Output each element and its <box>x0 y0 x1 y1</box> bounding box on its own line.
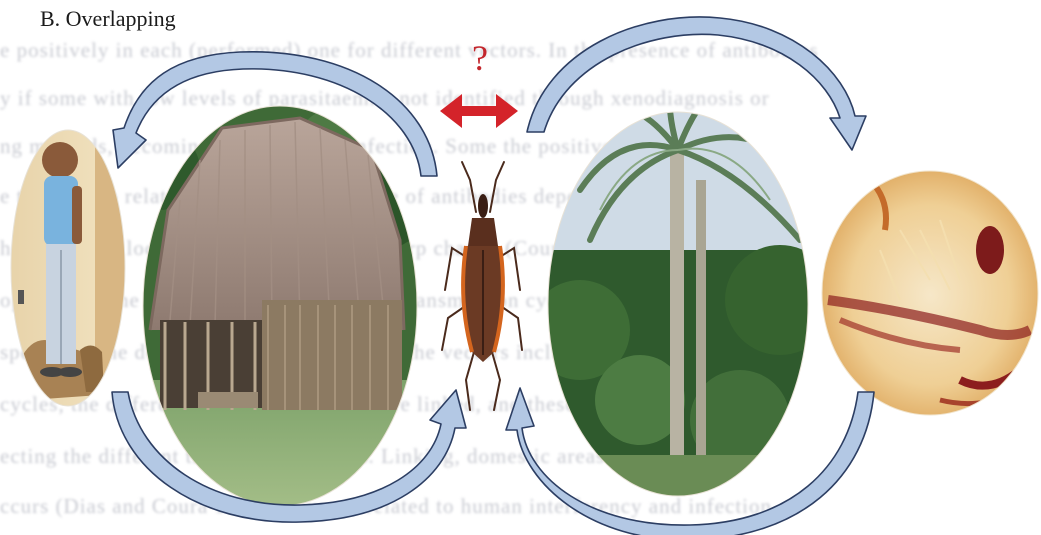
animal-photo <box>820 170 1041 420</box>
triatomine-bug-photo <box>442 162 522 410</box>
bidirectional-arrow <box>440 94 518 128</box>
palm-forest-photo <box>530 50 835 510</box>
thatched-hut-photo <box>120 100 430 520</box>
